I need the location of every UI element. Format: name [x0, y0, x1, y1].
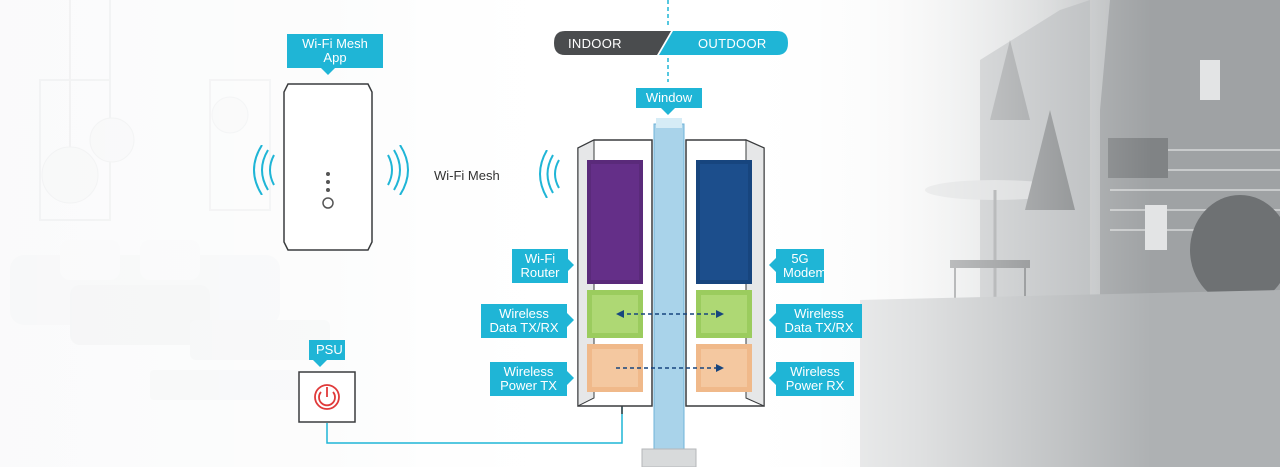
psu-label: PSU [316, 342, 343, 357]
psu-callout: PSU [309, 340, 345, 360]
psu-callout-pointer [313, 360, 327, 367]
window-callout: Window [636, 88, 702, 108]
wifi-waves-left-icon [253, 145, 275, 195]
data-tx-left-label: Wireless Data TX/RX [489, 306, 559, 335]
window-mounted-unit [577, 118, 765, 467]
power-cable [326, 402, 623, 444]
power-rx-callout-pointer [769, 371, 776, 385]
data-left-callout-pointer [567, 313, 574, 327]
window-callout-pointer [661, 108, 675, 115]
wifi-waves-right-icon [387, 145, 409, 195]
wifi-router-label: Wi-Fi Router [520, 251, 560, 280]
modem-callout-pointer [769, 258, 776, 272]
data-tx-right-label: Wireless Data TX/RX [784, 306, 854, 335]
indoor-outdoor-divider [667, 0, 669, 82]
outdoor-label: OUTDOOR [698, 36, 767, 51]
5g-modem-label: 5G Modem [783, 251, 827, 280]
indoor-label: INDOOR [568, 36, 622, 51]
indoor-unit [577, 139, 653, 407]
power-icon [318, 391, 336, 407]
power-tx-callout: Wireless Power TX [490, 362, 567, 396]
data-tx-left-callout: Wireless Data TX/RX [481, 304, 567, 338]
power-rx-label: Wireless Power RX [785, 364, 845, 393]
indoor-outdoor-banner [554, 31, 788, 55]
wifi-mesh-waves-icon [539, 150, 560, 198]
app-callout-pointer [321, 68, 335, 75]
wifi-mesh-app-label: Wi-Fi Mesh App [302, 36, 368, 65]
power-rx-callout: Wireless Power RX [776, 362, 854, 396]
data-tx-right-callout: Wireless Data TX/RX [776, 304, 862, 338]
5g-modem-callout: 5G Modem [776, 249, 827, 283]
window-glass [641, 118, 697, 467]
window-label: Window [645, 90, 693, 105]
power-tx-label: Wireless Power TX [500, 364, 557, 393]
power-tx-callout-pointer [567, 371, 574, 385]
mesh-router-device [283, 83, 373, 251]
data-right-callout-pointer [769, 313, 776, 327]
wifi-router-callout: Wi-Fi Router [512, 249, 568, 283]
wifi-mesh-label: Wi-Fi Mesh [434, 168, 500, 183]
wifi-mesh-app-callout: Wi-Fi Mesh App [287, 34, 383, 68]
router-callout-pointer [567, 258, 574, 272]
psu-box [298, 371, 356, 423]
outdoor-unit [685, 139, 765, 407]
